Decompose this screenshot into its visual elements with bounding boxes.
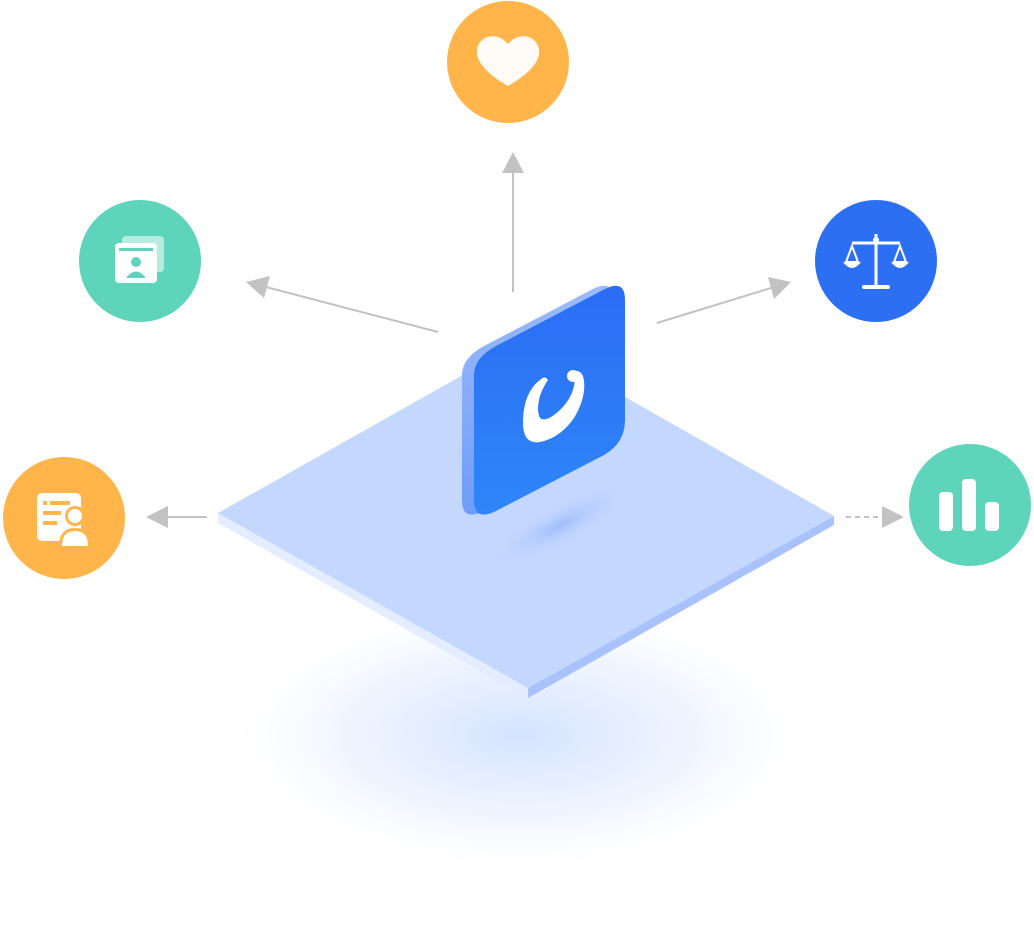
brand-logo-icon	[522, 370, 585, 443]
arrow-up-left	[265, 286, 439, 333]
resume-icon	[37, 493, 91, 546]
balance-scale-icon	[843, 234, 909, 289]
heart-icon	[476, 36, 540, 86]
arrow-up-right-head	[768, 277, 791, 299]
bar-chart-satellite	[909, 444, 1031, 566]
arrow-up-right	[656, 287, 772, 324]
bar-chart-icon	[939, 479, 999, 531]
heart-satellite	[447, 1, 569, 123]
contact-cards-satellite	[79, 200, 201, 322]
arrow-up-left-head	[246, 276, 270, 298]
arrow-up-head	[502, 152, 524, 173]
hub-app-tile	[462, 285, 625, 515]
arrow-right-head	[882, 506, 904, 528]
platform	[218, 340, 834, 698]
arrow-left-head	[146, 506, 168, 528]
connector-arrows	[146, 152, 904, 528]
balance-scale-satellite	[815, 200, 937, 322]
resume-satellite	[3, 457, 125, 579]
ground-shadow	[220, 595, 820, 875]
tile-shadow	[488, 482, 632, 568]
contact-cards-icon	[115, 236, 164, 283]
